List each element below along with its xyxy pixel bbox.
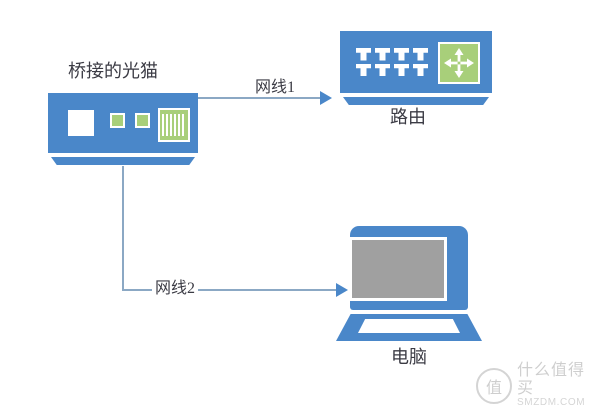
router-icon [340, 31, 492, 109]
laptop-keyboard [358, 319, 460, 333]
connection-1-label: 网线1 [252, 80, 299, 96]
router-port-icon [356, 63, 371, 76]
router-stand [343, 97, 489, 105]
computer-label: 电脑 [391, 347, 427, 367]
smzdm-logo-icon: 值 [476, 367, 512, 404]
connection-2-label: 网线2 [152, 281, 199, 297]
modem-icon [48, 93, 198, 171]
modem-stand [51, 157, 195, 165]
modem-led-indicator-2 [135, 113, 150, 128]
connection-2-vertical-line [122, 166, 124, 291]
router-port-icon [413, 48, 428, 61]
watermark-brand-cn: 什么值得买 [517, 362, 586, 397]
router-port-group [356, 48, 428, 76]
laptop-icon [336, 226, 482, 341]
connection-1-line [198, 97, 322, 99]
modem-vent-panel [158, 108, 190, 142]
router-port-icon [375, 48, 390, 61]
connection-2-horizontal-line [122, 289, 340, 291]
router-port-icon [375, 63, 390, 76]
router-port-icon [413, 63, 428, 76]
watermark-text: 什么值得买 SMZDM.COM [517, 362, 600, 409]
router-port-icon [356, 48, 371, 61]
modem-vent-bars [162, 114, 186, 136]
laptop-screen [349, 237, 447, 301]
connection-2-arrowhead [336, 283, 348, 297]
router-port-icon [394, 48, 409, 61]
modem-label: 桥接的光猫 [68, 61, 158, 81]
router-label: 路由 [390, 107, 426, 127]
four-way-arrows-icon [438, 42, 480, 84]
connection-1-arrowhead [320, 91, 332, 105]
watermark: 值 什么值得买 SMZDM.COM [476, 362, 600, 409]
watermark-brand-en: SMZDM.COM [517, 397, 586, 409]
modem-display-panel [68, 110, 94, 136]
modem-led-indicator-1 [110, 113, 125, 128]
router-port-icon [394, 63, 409, 76]
